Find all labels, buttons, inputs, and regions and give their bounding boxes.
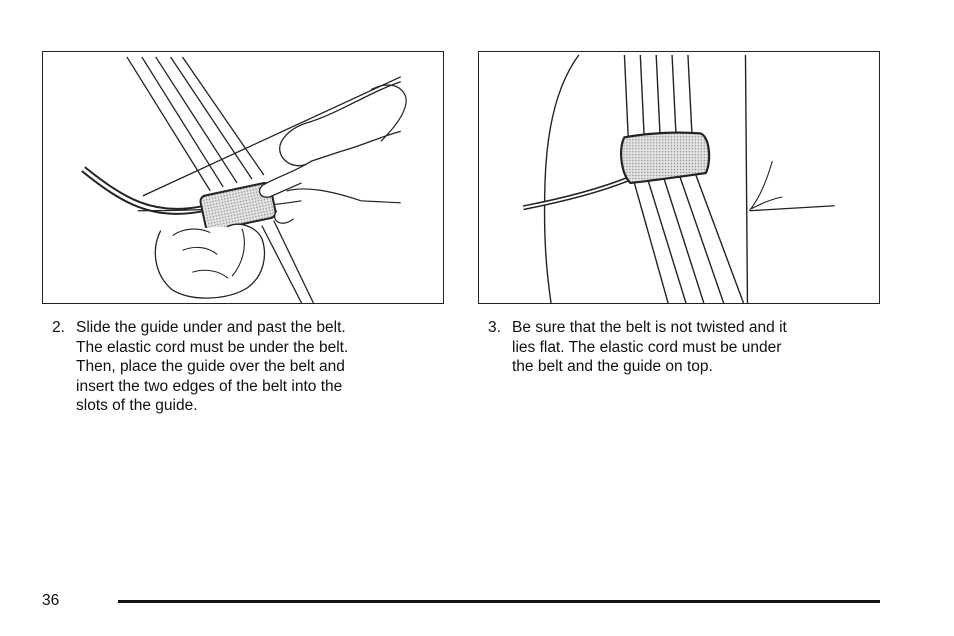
step-text: Slide the guide under and past the belt.… [76, 319, 349, 414]
figure-belt-flat [478, 51, 880, 304]
guide-insertion-illustration [81, 56, 407, 303]
step-number: 2. [52, 319, 65, 336]
step-text: Be sure that the belt is not twisted and… [512, 319, 787, 375]
footer-rule [118, 600, 880, 603]
figure-guide-insertion [42, 51, 444, 304]
step-number: 3. [488, 319, 501, 336]
page-number: 36 [42, 592, 60, 609]
step-2: 2. Slide the guide under and past the be… [52, 318, 422, 418]
belt-flat-illustration [522, 54, 835, 303]
step-3: 3. Be sure that the belt is not twisted … [488, 318, 858, 388]
